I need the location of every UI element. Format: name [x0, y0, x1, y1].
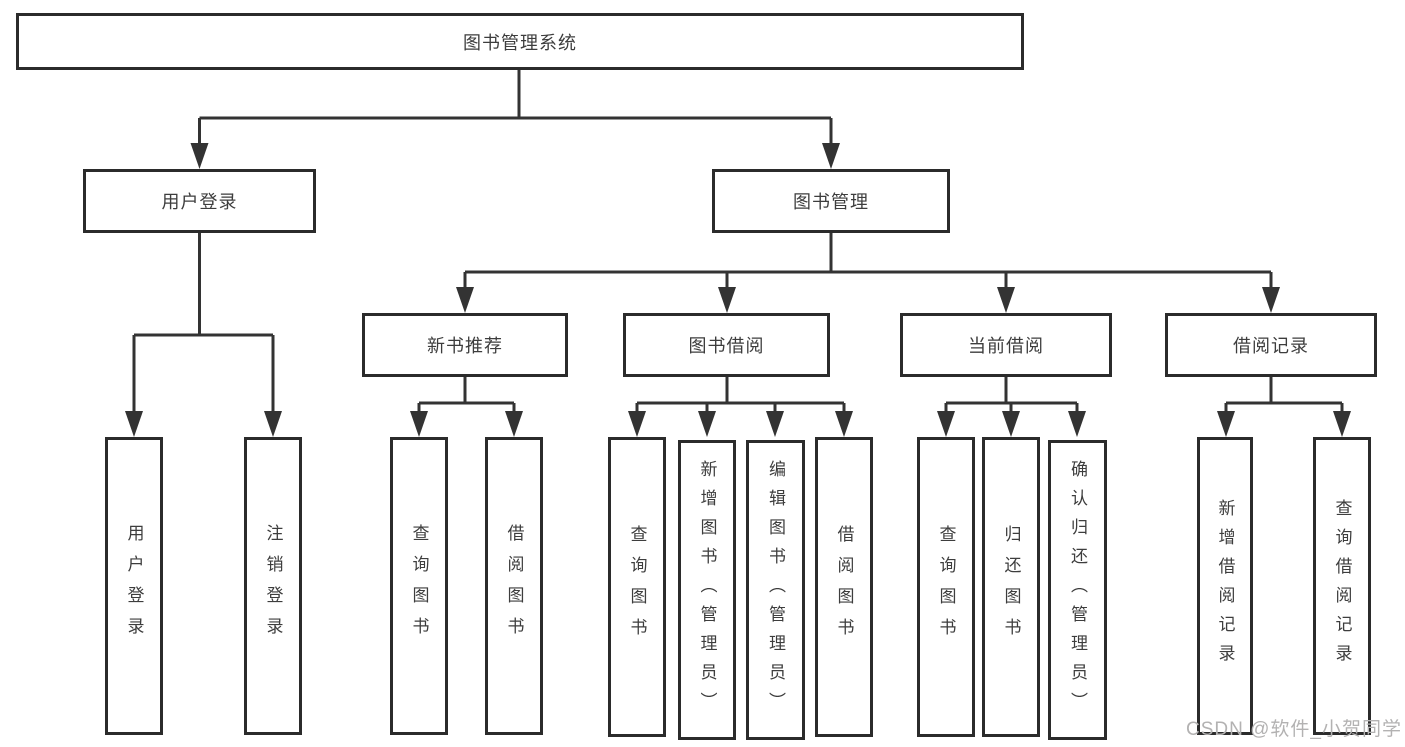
leaf-logout: 注销登录 [244, 437, 302, 735]
connector-current-borrow-to-leaves [937, 377, 1086, 437]
leaf-add-book-admin: 新增图书（管理员） [678, 440, 736, 740]
node-library-management-system: 图书管理系统 [16, 13, 1024, 70]
leaf-query-books-borrow: 查询图书 [608, 437, 666, 737]
node-current-borrowing: 当前借阅 [900, 313, 1112, 377]
leaf-borrow-books-recommend: 借阅图书 [485, 437, 543, 735]
connector-book-borrow-to-leaves [628, 377, 853, 437]
connector-book-mgmt-to-level3 [456, 233, 1280, 313]
connector-new-book-rec-to-leaves [410, 377, 523, 437]
leaf-user-login: 用户登录 [105, 437, 163, 735]
leaf-confirm-return-admin: 确认归还（管理员） [1048, 440, 1107, 740]
leaf-add-borrow-record: 新增借阅记录 [1197, 437, 1253, 735]
leaf-borrow-books: 借阅图书 [815, 437, 873, 737]
node-book-management: 图书管理 [712, 169, 950, 233]
leaf-edit-book-admin: 编辑图书（管理员） [746, 440, 805, 740]
connector-user-login-to-leaves [125, 233, 282, 437]
csdn-watermark: CSDN @软件_小贺同学 [1186, 719, 1402, 740]
leaf-query-borrow-record: 查询借阅记录 [1313, 437, 1371, 735]
node-user-login: 用户登录 [83, 169, 316, 233]
node-new-book-recommendation: 新书推荐 [362, 313, 568, 377]
connector-root-to-level2 [190, 70, 840, 169]
connector-borrow-records-to-leaves [1217, 377, 1351, 437]
node-borrowing-records: 借阅记录 [1165, 313, 1377, 377]
node-book-borrowing: 图书借阅 [623, 313, 830, 377]
leaf-return-book: 归还图书 [982, 437, 1040, 737]
leaf-query-books-recommend: 查询图书 [390, 437, 448, 735]
leaf-query-books-current: 查询图书 [917, 437, 975, 737]
